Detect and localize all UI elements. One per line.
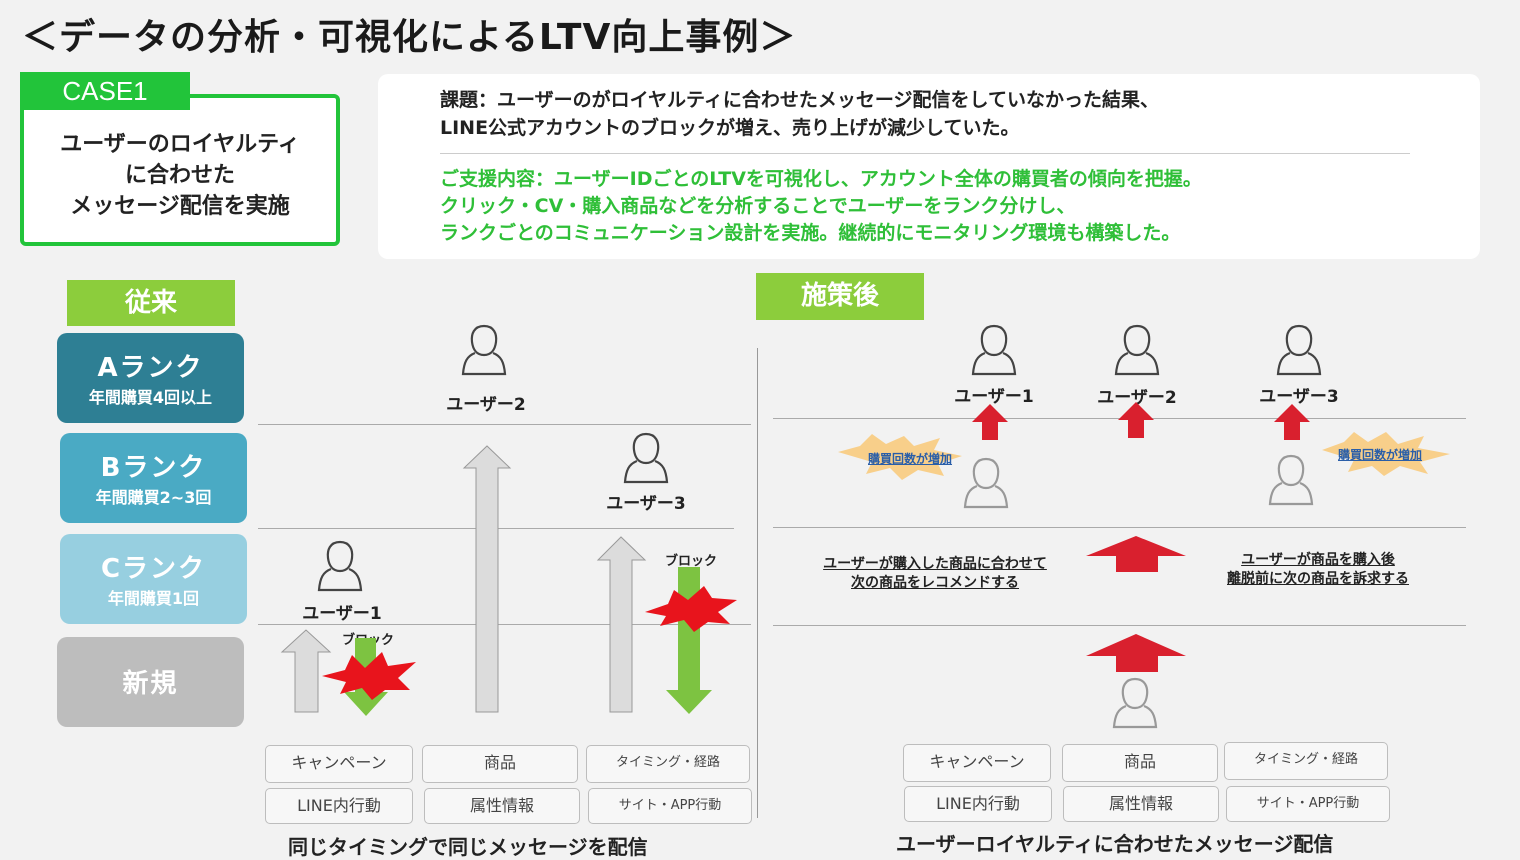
up-arrow-icon [972,404,1008,440]
rank-c: Cランク 年間購買1回 [60,534,247,624]
before-caption: 同じタイミングで同じメッセージを配信 [288,835,648,859]
case-line: に合わせた [124,162,235,188]
support-line: ご支援内容：ユーザーIDごとのLTVを可視化し、アカウント全体の購買者の傾向を把… [440,168,1202,190]
support-line: ランクごとのコミュニケーション設計を実施。継続的にモニタリング環境も構築した。 [440,222,1181,244]
user-1-label: ユーザー1 [302,604,382,624]
page-title: ＜データの分析・可視化によるLTV向上事例＞ [22,17,797,58]
increase-burst-icon [838,434,962,480]
block-burst-icon [645,586,737,632]
tag-timing: タイミング・経路 [1224,742,1388,780]
rank-name: Cランク [100,554,207,584]
reco-line: ユーザーが購入した商品に合わせて [823,556,1047,572]
support-line: クリック・CV・購入商品などを分析することでユーザーをランク分けし、 [440,195,1076,217]
case-line: メッセージ配信を実施 [70,193,290,219]
rank-name: Aランク [97,353,204,383]
tag-timing: タイミング・経路 [586,745,750,783]
up-arrow-icon [462,445,512,713]
user-2-label: ユーザー2 [1097,388,1177,408]
reco-line: ユーザーが商品を購入後 [1241,552,1395,568]
up-arrow-icon [596,536,647,713]
rank-divider [773,527,1466,528]
tag-campaign: キャンペーン [903,744,1051,782]
up-arrow-icon [1086,634,1186,672]
burst-label: 購買回数が増加 [868,452,953,466]
rank-desc: 年間購買2~3回 [95,488,212,507]
up-arrow-icon [280,629,332,713]
up-arrow-icon [1274,404,1310,440]
burst-label: 購買回数が増加 [1338,448,1423,462]
reco-right: ユーザーが商品を購入後 離脱前に次の商品を訴求する [1198,551,1438,589]
rank-a: Aランク 年間購買4回以上 [57,333,244,423]
block-burst-icon [322,652,416,700]
divider [440,153,1410,154]
case-tag: CASE1 [20,72,190,110]
rank-desc: 年間購買1回 [107,589,200,608]
rank-divider [258,424,751,425]
tag-site-app: サイト・APP行動 [588,788,752,824]
issue-line: LINE公式アカウントのブロックが増え、売り上げが減少していた。 [440,117,1020,139]
tag-campaign: キャンペーン [265,745,413,783]
user-2-label: ユーザー2 [446,395,526,415]
user-3-label: ユーザー3 [606,494,686,514]
tag-line-behavior: LINE内行動 [904,786,1052,822]
reco-line: 離脱前に次の商品を訴求する [1227,571,1409,587]
issue-panel [378,74,1480,259]
up-arrow-icon [1118,402,1154,438]
user-3-label: ユーザー3 [1259,387,1339,407]
rank-desc: 年間購買4回以上 [88,388,213,407]
case-summary-box: ユーザーのロイヤルティ に合わせた メッセージ配信を実施 [20,94,340,246]
reco-line: 次の商品をレコメンドする [851,575,1019,591]
user-1-label: ユーザー1 [954,387,1034,407]
rank-b: Bランク 年間購買2~3回 [60,433,247,523]
issue-text: 課題：ユーザーのがロイヤルティに合わせたメッセージ配信をしていなかった結果、 L… [440,86,1159,142]
tag-attributes: 属性情報 [1063,786,1219,822]
down-arrow-icon [666,567,712,714]
tag-attributes: 属性情報 [424,788,580,824]
reco-left: ユーザーが購入した商品に合わせて 次の商品をレコメンドする [800,555,1070,593]
up-arrow-icon [1086,536,1186,572]
tag-product: 商品 [1062,744,1218,782]
rank-divider [773,625,1466,626]
issue-line: 課題：ユーザーのがロイヤルティに合わせたメッセージ配信をしていなかった結果、 [440,89,1159,111]
case-line: ユーザーのロイヤルティ [60,131,300,157]
increase-burst-icon [1322,432,1450,476]
after-caption: ユーザーロイヤルティに合わせたメッセージ配信 [896,832,1334,856]
rank-new: 新規 [57,637,244,727]
after-label: 施策後 [756,273,924,320]
rank-name: Bランク [100,453,207,483]
support-text: ご支援内容：ユーザーIDごとのLTVを可視化し、アカウント全体の購買者の傾向を把… [440,166,1202,247]
section-divider [757,348,758,818]
tag-line-behavior: LINE内行動 [265,788,413,824]
tag-product: 商品 [422,745,578,783]
before-label: 従来 [67,280,235,326]
tag-site-app: サイト・APP行動 [1226,786,1390,822]
block-label: ブロック [665,554,718,569]
rank-divider [258,624,751,625]
rank-name: 新規 [122,669,179,699]
